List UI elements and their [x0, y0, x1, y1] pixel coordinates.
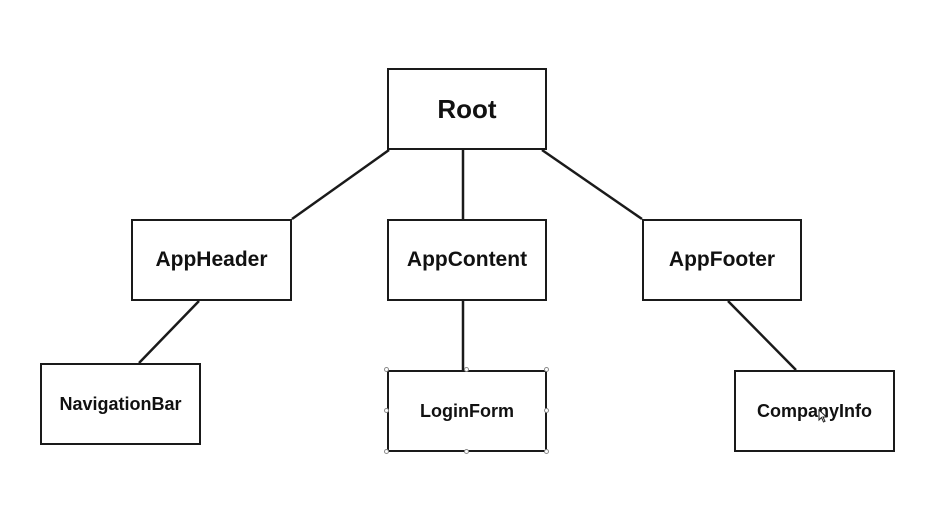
edge-appfooter-companyinfo — [727, 300, 797, 371]
resize-handle-top-center[interactable] — [464, 367, 469, 372]
node-app-footer-label: AppFooter — [668, 248, 776, 271]
node-root[interactable]: Root — [387, 68, 547, 150]
node-app-header[interactable]: AppHeader — [131, 219, 292, 301]
resize-handle-bottom-left[interactable] — [384, 449, 389, 454]
node-app-content[interactable]: AppContent — [387, 219, 547, 301]
node-login-form-label: LoginForm — [420, 400, 514, 421]
node-app-content-label: AppContent — [406, 248, 528, 271]
resize-handle-bottom-center[interactable] — [464, 449, 469, 454]
mouse-pointer-icon — [818, 409, 828, 423]
edge-appheader-navigationbar — [138, 300, 200, 364]
node-navigation-bar-label: NavigationBar — [59, 393, 182, 414]
edge-root-appfooter — [541, 148, 643, 221]
resize-handle-bottom-right[interactable] — [544, 449, 549, 454]
node-login-form[interactable]: LoginForm — [387, 370, 547, 452]
node-company-info-label: CompanyInfo — [757, 400, 872, 421]
node-root-label: Root — [437, 93, 497, 124]
edge-root-appheader — [291, 148, 390, 221]
node-company-info[interactable]: CompanyInfo — [734, 370, 895, 452]
resize-handle-middle-right[interactable] — [544, 408, 549, 413]
resize-handle-top-left[interactable] — [384, 367, 389, 372]
node-app-footer[interactable]: AppFooter — [642, 219, 802, 301]
node-app-header-label: AppHeader — [155, 248, 268, 271]
resize-handle-middle-left[interactable] — [384, 408, 389, 413]
node-navigation-bar[interactable]: NavigationBar — [40, 363, 201, 445]
resize-handle-top-right[interactable] — [544, 367, 549, 372]
